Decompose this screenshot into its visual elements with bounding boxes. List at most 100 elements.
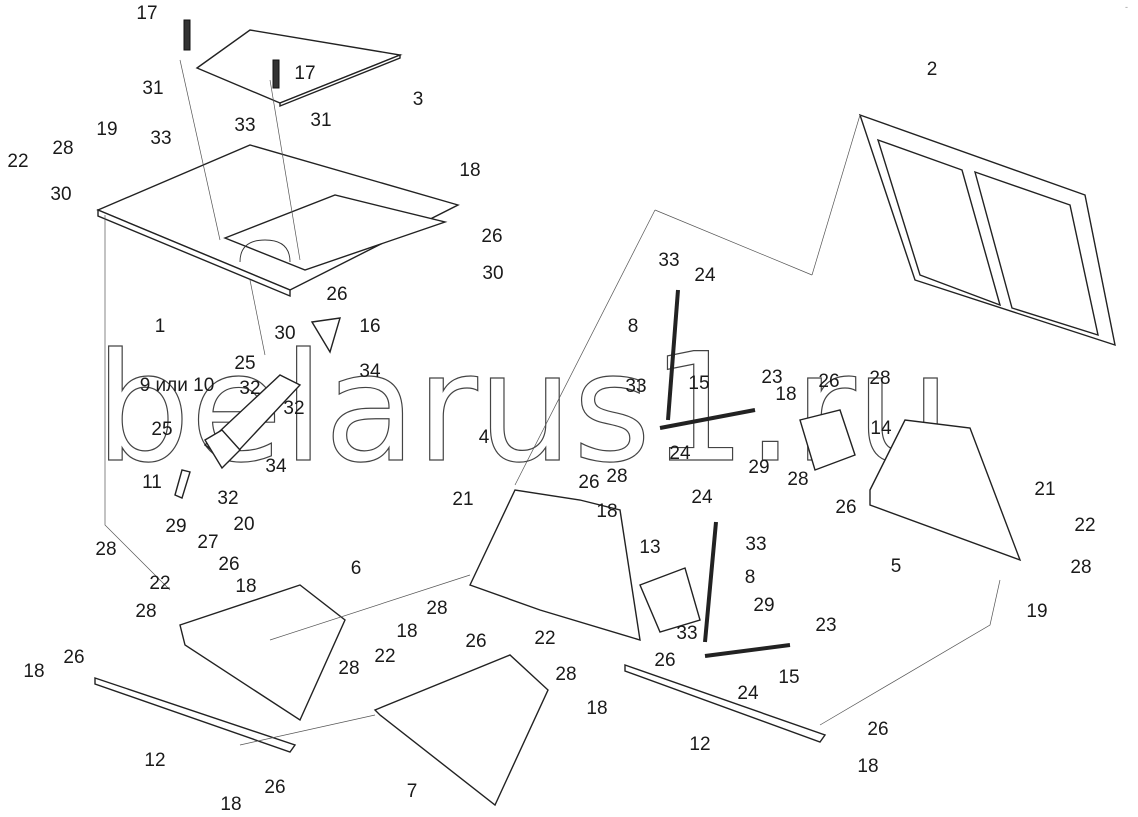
callout-label: 26 [867,719,888,740]
callout-label: 19 [96,119,117,140]
callout-label: 28 [95,539,116,560]
callout-label: 32 [217,488,238,509]
callout-label: 33 [658,250,679,271]
callout-label: 34 [265,456,287,477]
callout-label: 18 [857,756,878,777]
part-1-panel [96,144,460,298]
bolt-17b [272,59,280,89]
part-9-10-cylinder [203,374,302,470]
callout-label: 28 [555,664,576,685]
callout-label: 18 [235,576,256,597]
callout-label: 32 [239,378,260,399]
callout-label: 29 [753,595,774,616]
callout-label: 28 [338,658,359,679]
callout-label: 33 [745,534,766,555]
part-4-panel [469,489,641,641]
rod-8-lower [703,521,718,643]
callout-label: 18 [396,621,417,642]
callout-label: 25 [151,419,172,440]
callout-label: 33 [150,128,171,149]
callout-label: 19 [1026,601,1047,622]
callout-label: 22 [7,151,28,172]
callout-label: 4 [479,427,490,448]
callout-label: 5 [891,556,902,577]
callout-label: 28 [52,138,73,159]
rod-15-lower [704,643,791,658]
callout-label: 24 [691,487,713,508]
callout-label: 26 [465,631,486,652]
callout-label: 2 [927,59,938,80]
callout-label: 28 [787,469,808,490]
callout-label: 26 [654,650,675,671]
callout-label: 29 [165,516,186,537]
callout-label: 13 [639,537,660,558]
callout-label: 26 [481,226,502,247]
watermark: belarus1.ru [95,322,951,496]
callout-label: 26 [63,647,84,668]
part-7-panel [373,654,549,807]
callout-label: 26 [835,497,856,518]
callout-label: 25 [234,353,255,374]
callout-label: 9 или 10 [140,375,215,396]
callout-label: 15 [688,373,709,394]
callout-label: 21 [452,489,473,510]
callout-label: 3 [413,89,424,110]
callout-label: 23 [815,615,836,636]
callout-label: 6 [351,558,362,579]
callout-label: 7 [407,781,418,802]
callout-label: 28 [606,466,627,487]
callout-label: 30 [482,263,503,284]
callout-label: 34 [359,361,381,382]
bolt-17 [183,19,191,51]
callout-label: 28 [1070,557,1091,578]
rod-15-upper [659,408,756,430]
callout-label: 17 [294,63,315,84]
callout-label: 28 [135,601,156,622]
part-6-panel [179,584,346,722]
callout-label: 24 [737,683,759,704]
callout-label: 18 [775,384,796,405]
callout-label: 24 [694,265,716,286]
callout-label: 26 [264,777,285,798]
callout-label: 15 [778,667,799,688]
callout-label: 12 [689,734,710,755]
callout-label: 33 [234,115,255,136]
callout-label: 26 [578,472,599,493]
rod-8-upper [666,289,680,421]
callout-label: 14 [870,418,892,439]
callout-label: 22 [534,628,555,649]
callout-label: 18 [23,661,44,682]
callout-label: 16 [359,316,380,337]
callout-label: 22 [1074,515,1095,536]
part-11-link [174,469,191,499]
callout-label: 17 [136,3,157,24]
callout-label: 26 [818,371,839,392]
callout-label: 32 [283,398,304,419]
callout-label: 22 [374,646,395,667]
callout-label: 29 [748,457,769,478]
part-2-frame [514,113,1116,486]
part-13-plate [639,567,701,633]
callout-label: 26 [326,284,347,305]
corner-mark: - [1125,2,1128,12]
callout-label: 33 [625,376,646,397]
callout-label: 22 [149,573,170,594]
part-5-panel [869,419,1022,562]
callout-label: 1 [155,316,166,337]
callout-label: 21 [1034,479,1055,500]
callout-label: 28 [426,598,447,619]
callout-label: 23 [761,367,782,388]
callout-label: 18 [596,501,617,522]
part-12-rail-right [624,664,827,743]
callout-label: 8 [628,316,639,337]
callout-label: 20 [233,514,254,535]
callout-label: 18 [220,794,241,815]
callout-label: 24 [669,443,691,464]
callout-label: 30 [50,184,71,205]
callout-label: 28 [869,368,890,389]
callout-label: 27 [197,532,218,553]
part-3-lid [195,29,403,108]
callout-label: 18 [459,160,480,181]
